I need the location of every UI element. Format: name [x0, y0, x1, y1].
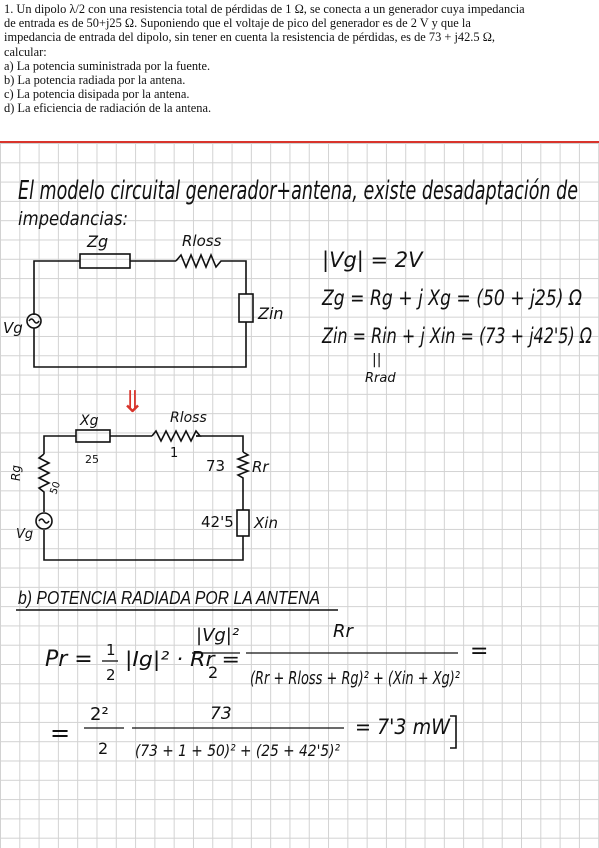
- eq-zg: Zg = Rg + j Xg = (50 + j25) Ω: [321, 286, 582, 310]
- problem-item-a: a) La potencia suministrada por la fuent…: [4, 58, 211, 73]
- down-arrow-icon: ⇓: [120, 385, 145, 420]
- eq-zin: Zin = Rin + j Xin = (73 + j42'5) Ω: [321, 324, 592, 348]
- c1-rloss-label: Rloss: [182, 232, 222, 250]
- f1-half-num: 1: [106, 641, 116, 659]
- problem-item-b: b) La potencia radiada por la antena.: [4, 73, 186, 88]
- f2-result: = 7'3 mW: [355, 715, 451, 739]
- f2-num2: 73: [210, 704, 232, 724]
- problem-statement: 1. Un dipolo λ/2 con una resistencia tot…: [4, 2, 594, 116]
- source-1-symbol: [26, 313, 42, 329]
- c2-rg-label: Rg: [9, 465, 23, 481]
- rloss-resistor-2: [151, 429, 202, 443]
- problem-line: impedancia de entrada del dipolo, sin te…: [4, 30, 495, 45]
- c1-vg-label: Vg: [3, 319, 23, 337]
- f1-half-den: 2: [106, 666, 116, 684]
- section-b-heading: b) POTENCIA RADIADA POR LA ANTENA: [18, 588, 320, 608]
- eq-vg: |Vg| = 2V: [322, 248, 424, 273]
- rg-resistor: [37, 453, 51, 498]
- intro-line-2: impedancias:: [18, 208, 128, 230]
- circuit-2: [35, 429, 251, 561]
- f1-lhs: Pr =: [45, 647, 93, 672]
- c2-xg-label: Xg: [79, 413, 99, 429]
- xg-reactance-box: [75, 429, 111, 443]
- c2-xin-label: Xin: [253, 514, 278, 532]
- intro-line-1: El modelo circuital generador+antena, ex…: [18, 176, 578, 206]
- c2-xin-value: 42'5: [201, 513, 234, 531]
- result-bracket: [450, 715, 457, 749]
- circuit-1: [26, 252, 254, 368]
- f1-denominator: (Rr + Rloss + Rg)² + (Xin + Xg)²: [250, 668, 460, 689]
- rr-resistor: [235, 451, 251, 480]
- f2-den1: 2: [98, 739, 108, 758]
- formula-1: Pr = 1 2 |Ig|² · Rr = |Vg|² 2 Rr (Rr + R…: [45, 621, 488, 689]
- xin-reactance-box: [236, 509, 250, 537]
- f2-lead-equals: =: [50, 719, 70, 747]
- c2-xg-value: 25: [85, 453, 99, 466]
- c2-rloss-label: Rloss: [170, 410, 207, 426]
- c1-zin-label: Zin: [257, 304, 284, 323]
- c2-rg-value: 50: [48, 480, 63, 496]
- problem-line: calcular:: [4, 44, 47, 59]
- eq-rrad: Rrad: [365, 371, 396, 386]
- f1-vg-den: 2: [208, 663, 218, 682]
- f1-vg-num: |Vg|²: [196, 625, 239, 646]
- f1-equals: =: [470, 639, 488, 664]
- problem-item-c: c) La potencia disipada por la antena.: [4, 87, 190, 102]
- separator-line: [0, 141, 599, 143]
- source-2-symbol: [35, 512, 53, 530]
- formula-2: = 2² 2 73 (73 + 1 + 50)² + (25 + 42'5)² …: [50, 704, 457, 760]
- problem-line: 1. Un dipolo λ/2 con una resistencia tot…: [4, 2, 525, 16]
- c2-rr-value: 73: [206, 457, 225, 475]
- c2-rloss-value: 1: [170, 446, 178, 461]
- problem-line: de entrada es de 50+j25 Ω. Suponiendo qu…: [4, 16, 471, 31]
- c2-vg-label: Vg: [16, 527, 33, 542]
- f1-rr-num: Rr: [333, 621, 355, 642]
- zg-impedance-box: [79, 253, 131, 269]
- zin-impedance-box: [238, 293, 254, 323]
- f2-num1: 2²: [90, 704, 109, 725]
- rloss-resistor: [175, 252, 226, 270]
- f1-mid: |Ig|² · Rr =: [125, 647, 240, 671]
- problem-item-d: d) La eficiencia de radiación de la ante…: [4, 101, 212, 116]
- f2-den2: (73 + 1 + 50)² + (25 + 42'5)²: [135, 741, 340, 760]
- c1-zg-label: Zg: [86, 232, 108, 251]
- c2-rr-label: Rr: [252, 458, 269, 476]
- grid-paper: [0, 143, 599, 848]
- eq-equals-symbol: ||: [372, 352, 381, 368]
